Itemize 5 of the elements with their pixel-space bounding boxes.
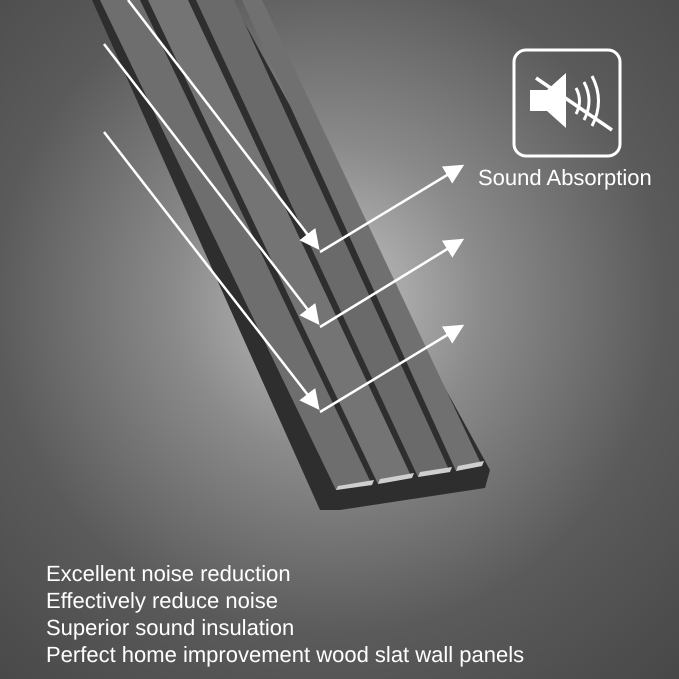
feature-text: Excellent noise reduction	[46, 560, 291, 587]
feature-label: Sound Absorption	[478, 164, 652, 191]
feature-text: Superior sound insulation	[46, 614, 294, 641]
feature-text: Effectively reduce noise	[46, 587, 278, 614]
feature-text: Perfect home improvement wood slat wall panels	[46, 641, 524, 668]
